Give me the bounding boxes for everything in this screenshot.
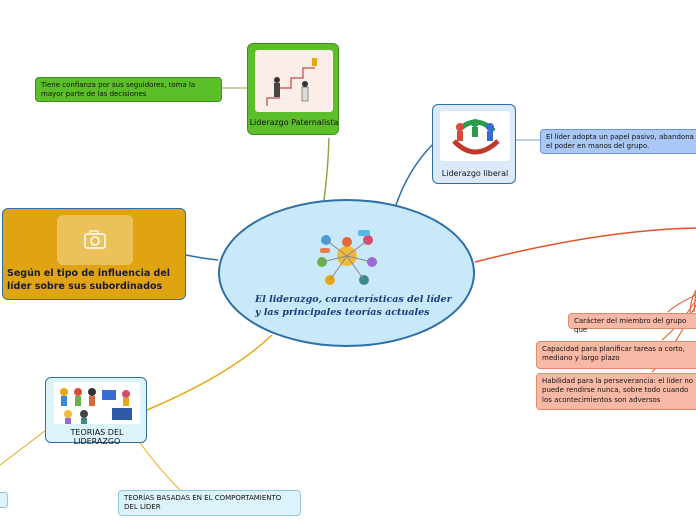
note-miembro[interactable]: Carácter del miembro del grupo que (568, 313, 696, 334)
teorias-label: TEORIAS DEL LIDERAZGO (70, 428, 124, 446)
influencia-label: Según el tipo de influencia del líder so… (7, 268, 171, 293)
central-topic[interactable] (218, 199, 475, 347)
influencia-image-placeholder (57, 215, 133, 265)
central-image (317, 230, 377, 285)
node-liberal[interactable]: Liderazgo liberal (432, 104, 516, 184)
note-paternalista[interactable]: Tiene confianza por sus seguidores, toma… (35, 77, 222, 102)
team-cycle-icon (452, 119, 500, 155)
camera-icon (84, 230, 106, 249)
liberal-label: Liderazgo liberal (441, 169, 509, 178)
people-group-icon (60, 388, 132, 424)
central-title: El liderazgo, características del líder … (255, 294, 452, 319)
paternalista-label: Liderazgo Paternalista (249, 118, 339, 127)
liberal-image (440, 111, 510, 161)
cut-off-node[interactable] (0, 492, 8, 508)
paternalista-image (255, 50, 333, 112)
note-comportamiento[interactable]: TEORÍAS BASADAS EN EL COMPORTAMIENTO DEL… (118, 490, 301, 516)
node-teorias[interactable]: TEORIAS DEL LIDERAZGO (45, 377, 147, 446)
node-influencia[interactable]: Según el tipo de influencia del líder so… (2, 208, 186, 300)
note-perseverancia[interactable]: Habilidad para la perseverancia: el líde… (536, 373, 696, 410)
stairs-icon (266, 58, 317, 106)
node-paternalista[interactable]: Liderazgo Paternalista (247, 43, 339, 135)
note-planificar[interactable]: Capacidad para planificar tareas a corto… (536, 341, 696, 369)
teorias-image (54, 382, 140, 424)
note-liberal[interactable]: El líder adopta un papel pasivo, abandon… (540, 129, 696, 154)
